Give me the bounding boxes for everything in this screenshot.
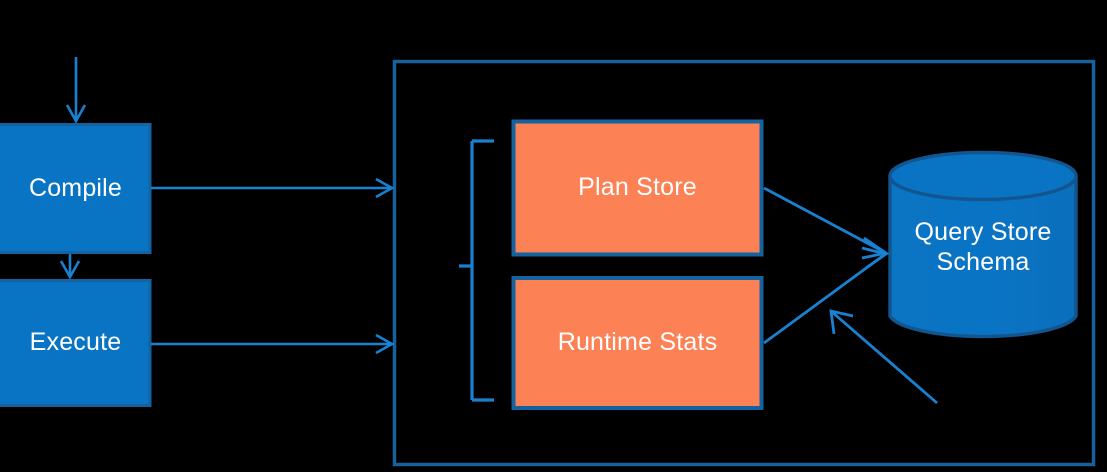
node-query-store-schema[interactable]	[888, 150, 1078, 339]
node-plan-store[interactable]	[511, 119, 764, 257]
edge-external-to-schema	[829, 309, 938, 405]
edge-input-to-compile-arrow	[65, 57, 87, 124]
node-compile[interactable]	[0, 123, 152, 254]
node-execute[interactable]	[0, 279, 152, 407]
edge-compile-to-boundary	[151, 177, 395, 199]
grouping-brace-icon	[459, 139, 494, 402]
edge-runtime-stats-to-schema	[763, 246, 890, 345]
query-store-boundary	[392, 59, 1096, 467]
node-runtime-stats[interactable]	[511, 276, 764, 410]
edge-plan-store-to-schema	[763, 186, 890, 260]
edge-execute-to-boundary	[151, 333, 395, 355]
edge-compile-to-execute	[59, 254, 81, 280]
